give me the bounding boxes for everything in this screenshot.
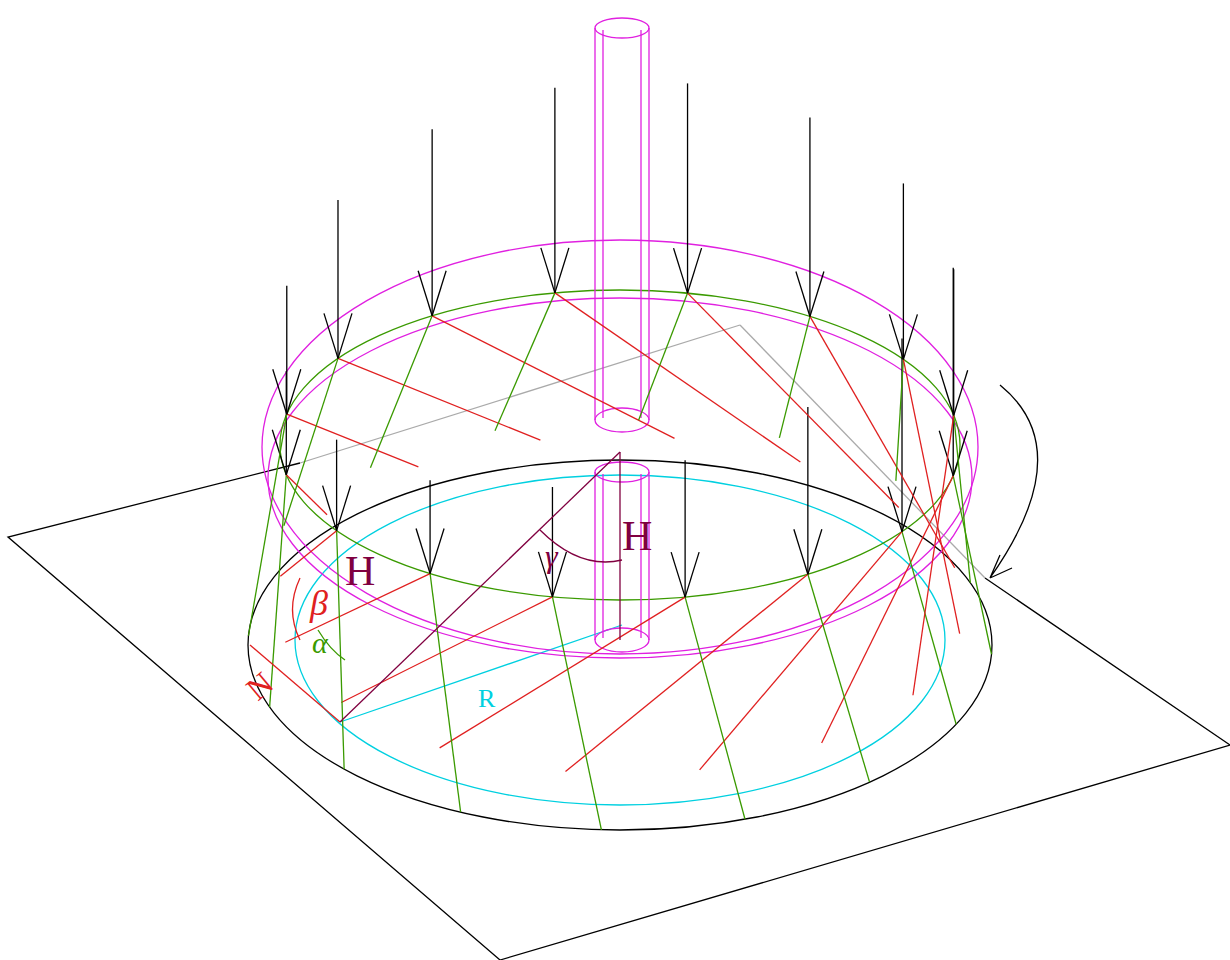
load-arrow [953, 268, 954, 476]
arrow-head [889, 314, 903, 359]
arrow-head [796, 271, 810, 316]
load-arrow [807, 407, 808, 574]
ring [262, 240, 978, 654]
green-line [954, 415, 971, 583]
arrow-head [794, 529, 808, 574]
red-line [700, 532, 902, 770]
red-line [338, 358, 540, 440]
arrow-head [430, 529, 444, 574]
math-label: α [312, 628, 328, 658]
load-arrow [337, 200, 338, 359]
math-label: H [345, 550, 375, 592]
radius-line [340, 625, 622, 722]
load-arrow [809, 117, 810, 316]
green-line [337, 531, 345, 769]
math-label: γ [545, 540, 558, 572]
arrow-head [940, 370, 954, 415]
plane [8, 463, 1230, 960]
arrow-head [674, 248, 688, 293]
load-arrow [286, 286, 287, 414]
beta-arc [293, 578, 301, 640]
load-arrow [687, 83, 688, 293]
red-line [810, 316, 955, 567]
arrow-head [416, 529, 430, 574]
arrow-head [808, 529, 822, 574]
arrow-head [432, 271, 446, 316]
arrow-head [337, 486, 351, 531]
red-line [341, 597, 552, 703]
load-arrow [554, 88, 555, 293]
green-line [370, 316, 432, 468]
arrow-head [541, 248, 555, 293]
force-lines [248, 83, 991, 829]
load-arrow [953, 269, 954, 415]
red-line [286, 475, 327, 515]
arrow-head [273, 369, 287, 414]
arrow-head [671, 552, 685, 597]
arrow-head [323, 486, 337, 531]
red-line [913, 415, 954, 695]
math-label: R [478, 686, 495, 712]
green-line [552, 597, 601, 830]
red-line [287, 414, 419, 467]
ring [268, 298, 972, 658]
arrow-head [287, 369, 301, 414]
red-line [555, 293, 800, 462]
arrow-head [418, 271, 432, 316]
red-line [688, 293, 899, 507]
load-arrow [903, 183, 904, 359]
math-label: β [310, 585, 328, 621]
arrow-head [954, 370, 968, 415]
load-arrow [429, 480, 430, 573]
green-line [779, 316, 810, 437]
red-line [822, 476, 954, 743]
red-line [440, 597, 685, 748]
arrow-head [685, 552, 699, 597]
green-line [896, 359, 904, 481]
height-line [619, 452, 620, 640]
arrow-head [286, 430, 300, 475]
arrow-head [810, 271, 824, 316]
load-arrow [684, 460, 685, 597]
arrow-head [688, 248, 702, 293]
green-line [902, 532, 956, 725]
arrow-head [324, 313, 338, 358]
green-line [685, 597, 745, 819]
math-label: H [622, 515, 652, 557]
plane-hidden-edge [300, 325, 740, 463]
load-arrow [431, 129, 432, 315]
red-line [280, 531, 336, 577]
load-arrow [336, 440, 337, 531]
arrow-head [555, 248, 569, 293]
arrow-head [902, 487, 916, 532]
math-label: N [240, 666, 278, 705]
green-line [248, 414, 286, 636]
red-line [903, 359, 959, 633]
rotation-arrow [990, 385, 1038, 578]
green-line [495, 293, 555, 431]
height-line [340, 452, 620, 722]
green-line [270, 475, 287, 707]
arrow-head [338, 313, 352, 358]
green-line [284, 358, 338, 525]
arrow-head [272, 430, 286, 475]
arrow-head [888, 487, 902, 532]
green-line [639, 293, 688, 420]
green-line [808, 574, 870, 782]
arrow-head [903, 314, 917, 359]
